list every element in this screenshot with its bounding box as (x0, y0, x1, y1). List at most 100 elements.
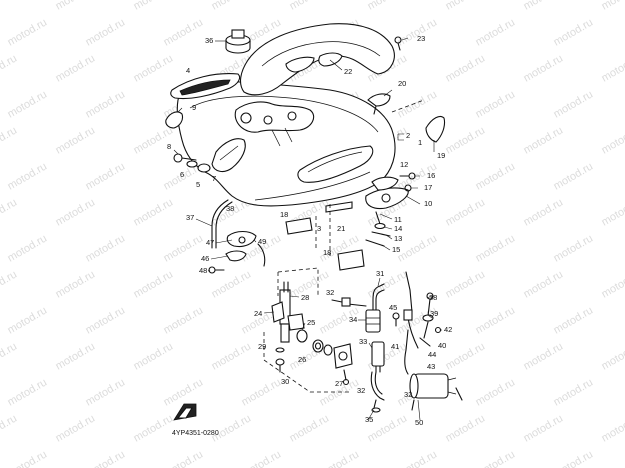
assembly-guides (263, 99, 425, 393)
watermark-text: motod.ru (552, 88, 596, 120)
callout-47: 47 (206, 238, 214, 247)
diagram-code: 4YP4351-0280 (172, 430, 219, 437)
callout-41: 41 (391, 342, 399, 351)
watermark-text: motod.ru (444, 124, 488, 156)
callout-1: 1 (418, 138, 422, 147)
watermark-text: motod.ru (522, 268, 566, 300)
fuel-cap (225, 29, 251, 54)
watermark-text: motod.ru (522, 196, 566, 228)
callout-19: 19 (437, 151, 445, 160)
callout-38a: 38 (226, 204, 234, 213)
watermark-text: motod.ru (396, 88, 440, 120)
watermark-text: motod.ru (210, 268, 254, 300)
watermark-text: motod.ru (210, 340, 254, 372)
watermark-text: motod.ru (474, 88, 518, 120)
callout-43: 43 (427, 362, 435, 371)
fuel-pump-50 (370, 371, 463, 413)
watermark-text: motod.ru (132, 412, 176, 444)
callout-33: 33 (359, 337, 367, 346)
callout-10: 10 (424, 199, 432, 208)
callout-27: 27 (335, 379, 343, 388)
callout-labels: 36 4 9 8 6 5 7 38 37 47 46 48 49 22 23 2… (167, 34, 452, 427)
watermark-text: motod.ru (84, 448, 128, 468)
watermark-text: motod.ru (132, 340, 176, 372)
callout-9: 9 (192, 103, 196, 112)
watermark-text: motod.ru (162, 448, 206, 468)
watermark-text: motod.ru (240, 448, 284, 468)
watermark-text: motod.ru (288, 412, 332, 444)
watermark-text: motod.ru (474, 376, 518, 408)
watermark-text: motod.ru (600, 412, 625, 444)
watermark-text: motod.ru (522, 124, 566, 156)
watermark-text: motod.ru (210, 0, 254, 13)
watermark-text: motod.ru (0, 52, 19, 84)
watermark-text: motod.ru (522, 0, 566, 13)
callout-31: 31 (376, 269, 384, 278)
watermark-text: motod.ru (600, 196, 625, 228)
callout-45: 45 (389, 303, 397, 312)
watermark-text: motod.ru (210, 412, 254, 444)
watermark-text: motod.ru (6, 16, 50, 48)
watermark-text: motod.ru (288, 340, 332, 372)
watermark-text: motod.ru (552, 448, 596, 468)
watermark-text: motod.ru (318, 448, 362, 468)
fuel-filter-33 (371, 341, 385, 373)
watermark-text: motod.ru (84, 88, 128, 120)
callout-26: 26 (298, 355, 306, 364)
bolt-45 (392, 312, 400, 327)
callout-42: 42 (444, 325, 452, 334)
watermark-text: motod.ru (366, 268, 410, 300)
callout-44: 44 (428, 350, 436, 359)
watermark-text: motod.ru (444, 412, 488, 444)
filter-rings (296, 329, 353, 369)
watermark-text: motod.ru (552, 16, 596, 48)
watermark-text: motod.ru (54, 412, 98, 444)
watermark-text: motod.ru (600, 0, 625, 13)
watermark-text: motod.ru (132, 268, 176, 300)
watermark-text: motod.ru (132, 0, 176, 13)
callout-23: 23 (417, 34, 425, 43)
watermark-text: motod.ru (396, 16, 440, 48)
rear-mount (365, 176, 409, 247)
drain-bolts (275, 347, 285, 373)
side-cover-19 (425, 115, 446, 143)
watermark-text: motod.ru (54, 0, 98, 13)
callout-32a: 32 (326, 288, 334, 297)
callout-40: 40 (438, 341, 446, 350)
watermark-text: motod.ru (474, 448, 518, 468)
watermark-text: motod.ru (54, 268, 98, 300)
watermark-text: motod.ru (552, 376, 596, 408)
callout-32c: 32 (404, 390, 412, 399)
callout-29: 29 (258, 342, 266, 351)
watermark-text: motod.ru (0, 124, 19, 156)
callout-32b: 32 (357, 386, 365, 395)
watermark-text: motod.ru (522, 340, 566, 372)
callout-35: 35 (365, 415, 373, 424)
front-direction-arrow-icon (173, 403, 197, 421)
watermark-text: motod.ru (6, 88, 50, 120)
watermark-text: motod.ru (474, 16, 518, 48)
watermark-text: motod.ru (84, 304, 128, 336)
callout-49: 49 (258, 237, 266, 246)
callout-24: 24 (254, 309, 262, 318)
watermark-text: motod.ru (6, 448, 50, 468)
watermark-text: motod.ru (444, 340, 488, 372)
watermark-text: motod.ru (54, 52, 98, 84)
callout-18a: 18 (280, 210, 288, 219)
watermark-text: motod.ru (54, 124, 98, 156)
callout-14: 14 (394, 224, 402, 233)
watermark-text: motod.ru (396, 448, 440, 468)
callout-2: 2 (406, 131, 410, 140)
watermark-text: motod.ru (6, 232, 50, 264)
watermark-text: motod.ru (366, 0, 410, 13)
callout-28: 28 (301, 293, 309, 302)
callout-11: 11 (394, 215, 402, 224)
watermark-text: motod.ru (600, 340, 625, 372)
watermark-text: motod.ru (6, 376, 50, 408)
watermark-text: motod.ru (162, 376, 206, 408)
bolt-23 (394, 36, 402, 51)
tank-emblem-upper (170, 73, 241, 100)
callout-18b: 18 (323, 248, 331, 257)
watermark-text: motod.ru (444, 268, 488, 300)
